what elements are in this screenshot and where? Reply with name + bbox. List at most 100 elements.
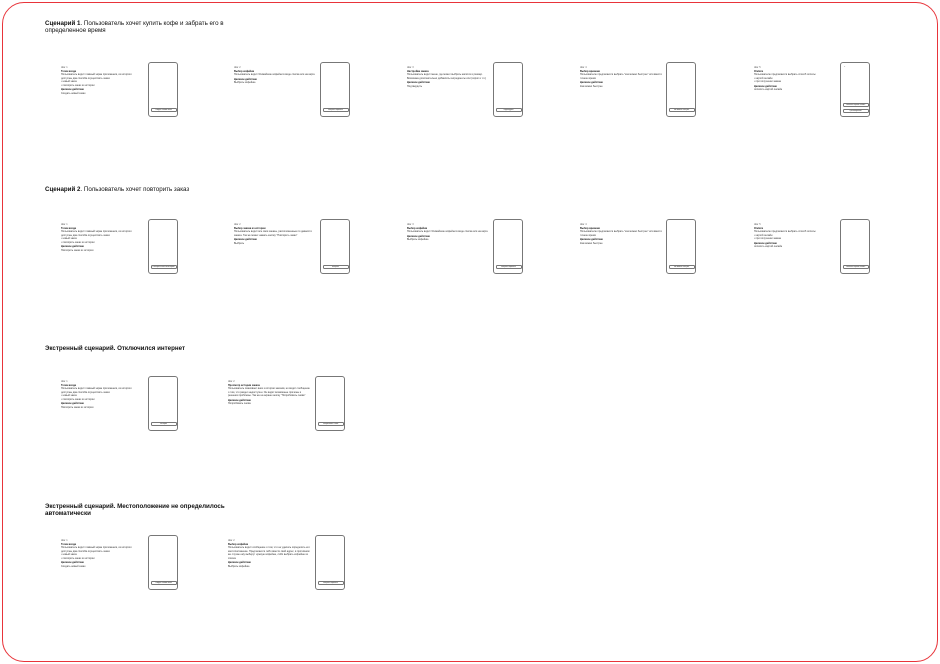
phone-action-button[interactable]: Выбрать кофейню (317, 581, 344, 585)
step-description-line: Пользователь видит главный экран приложе… (61, 73, 132, 80)
phone-action-button[interactable]: Оплатить картой онлайн (842, 103, 869, 107)
target-action: Повторить заказ из истории (61, 248, 94, 252)
phone-mockup: Создать новый заказ (148, 62, 178, 117)
scenario-4-heading: Экстренный сценарий. Местоположение не о… (45, 503, 225, 518)
step-description-line: • новый заказ (61, 80, 77, 83)
step-description-line: Пользователь видит меню, где может выбра… (407, 73, 487, 80)
step-description-line: • картой онлайн (754, 76, 773, 80)
phone-mockup: Оплатить картой онлайн (840, 219, 870, 274)
step-description-line: • новый заказ (61, 553, 77, 556)
step-number: Шаг 1 (61, 539, 68, 542)
target-action: Повторить заказ из истории (61, 405, 94, 409)
step-description-line: • новый заказ (61, 237, 77, 240)
step-title: Точка входа (61, 69, 76, 73)
step-title: Настройка заказа (407, 69, 429, 73)
step-title: Выбор времени (580, 226, 600, 230)
step-description-line: Пользователю предлагается выбрать "как м… (580, 73, 662, 80)
step-description-line: Пользователю предлагается выбрать "как м… (580, 230, 662, 237)
scenario-1-heading: Сценарий 1. Пользователь хочет купить ко… (45, 20, 224, 35)
step-description-line: • повторить заказ из истории (61, 556, 95, 560)
target-action-heading: Целевое действие (61, 88, 84, 91)
step-title: Выбор кофейни (234, 69, 255, 73)
target-action: оплатить картой онлайн (754, 245, 783, 248)
target-action-heading: Целевое действие (61, 561, 84, 564)
phone-mockup: Выбрать кофейню (315, 535, 345, 590)
step-description-line: • повторить заказ из истории (61, 397, 95, 401)
step-description-line: • повторить заказ из истории (61, 83, 95, 87)
step-number: Шаг 1 (61, 380, 68, 383)
phone-mockup: Выбрать кофейню (493, 219, 523, 274)
phone-secondary-button[interactable]: При получении (842, 108, 869, 113)
phone-action-button[interactable]: Как можно быстрее (668, 265, 695, 269)
phone-action-button[interactable]: Создать новый заказ (150, 581, 177, 585)
target-action-heading: Целевое действие (407, 81, 430, 84)
phone-action-button[interactable]: Как можно быстрее (668, 108, 695, 112)
phone-mockup: Создать новый заказ (148, 535, 178, 590)
phone-mockup: Подтвердить (493, 62, 523, 117)
target-action-heading: Целевое действие (754, 241, 777, 245)
target-action-heading: Целевое действие (228, 561, 251, 564)
phone-action-button[interactable]: Выбрать кофейню (322, 108, 349, 112)
step-title: Просмотр истории заказа (228, 383, 260, 387)
phone-action-button[interactable]: Повторить заказ из истории (150, 265, 177, 269)
phone-action-button[interactable]: Выбрать (322, 265, 349, 269)
step-title: Точка входа (61, 542, 76, 546)
phone-action-button[interactable]: Выбрать кофейню (495, 265, 522, 269)
step-description-line: Пользователь видит сообщение о том, что … (228, 546, 310, 560)
step-number: Шаг 4 (580, 66, 587, 69)
step-title: Оплата (754, 226, 764, 230)
step-title: Оплата (754, 69, 764, 73)
target-action: оплатить картой онлайн (754, 88, 783, 91)
close-icon[interactable]: × (844, 66, 846, 68)
step-number: Шаг 5 (754, 223, 761, 226)
step-title: Выбор времени (580, 69, 600, 73)
phone-mockup: Попробовать снова (315, 376, 345, 431)
step-description-line: • при получении заказа (754, 80, 781, 83)
step-description-line: • повторить заказ из истории (61, 240, 95, 244)
target-action-heading: Целевое действие (61, 402, 84, 405)
phone-action-button[interactable]: История (150, 422, 177, 426)
phone-action-button[interactable]: Оплатить картой онлайн (842, 265, 869, 269)
phone-action-button[interactable]: Создать новый заказ (150, 108, 177, 112)
phone-action-button[interactable]: Подтвердить (495, 108, 522, 112)
phone-action-button[interactable]: Попробовать снова (317, 422, 344, 426)
step-number: Шаг 3 (407, 66, 414, 69)
phone-mockup: Как можно быстрее (666, 62, 696, 117)
step-number: Шаг 2 (228, 539, 235, 542)
step-number: Шаг 2 (234, 66, 241, 69)
step-number: Шаг 2 (234, 223, 241, 226)
step-title: Точка входа (61, 383, 76, 387)
target-action: Создать новый заказ (61, 91, 86, 95)
target-action-heading: Целевое действие (228, 398, 251, 402)
phone-mockup: Выбрать кофейню (320, 62, 350, 117)
step-description-line: Пользователь видит все свои заказы, расп… (234, 230, 312, 237)
target-action-heading: Целевое действие (407, 234, 430, 238)
target-action-heading: Целевое действие (580, 81, 603, 84)
phone-mockup: Выбрать (320, 219, 350, 274)
target-action: Как можно быстрее (580, 241, 603, 245)
